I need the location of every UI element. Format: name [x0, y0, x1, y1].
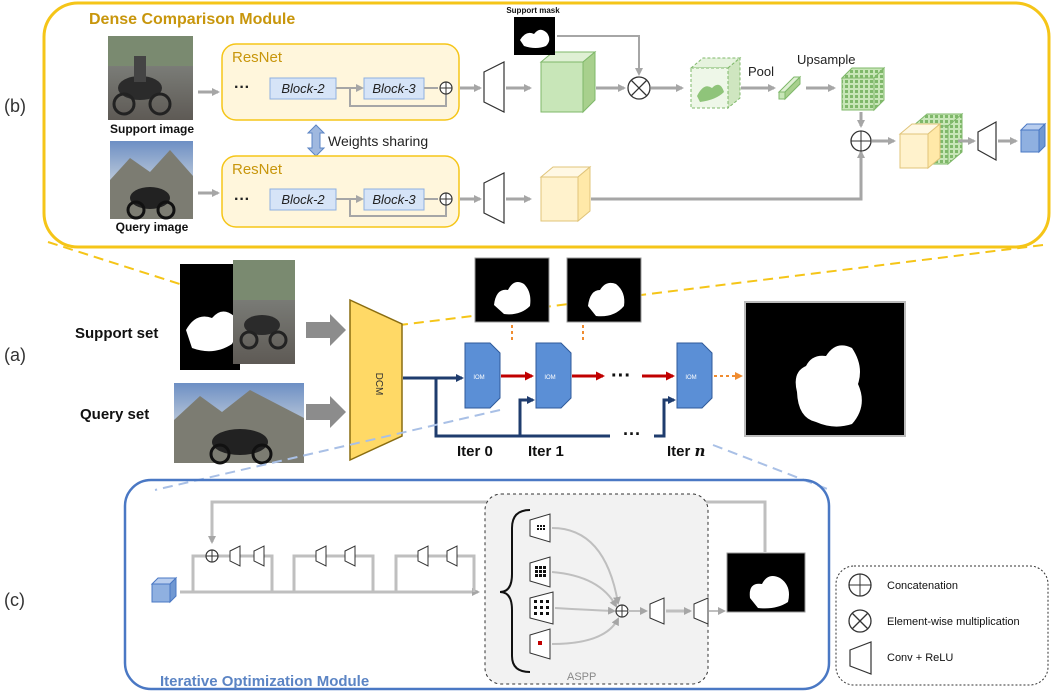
resnet-query-label: ResNet: [232, 161, 283, 178]
iom-block-1-label: IOM: [544, 375, 555, 381]
conv-relu-icon: [344, 545, 356, 567]
conv-relu-icon: [483, 61, 505, 113]
dcm-to-iom1-line: [518, 396, 535, 436]
iom-panel: Iterative Optimization Module (c) ASPP: [4, 478, 831, 691]
support-set-label: Support set: [75, 325, 158, 342]
resnet-support-dots: ···: [234, 79, 250, 96]
pooled-vector: [777, 75, 802, 101]
masked-feature-cube: [689, 56, 742, 110]
concat-icon: [850, 130, 872, 152]
conv-relu-icon: [693, 597, 709, 625]
dcm-to-iomn-line: [654, 396, 676, 438]
aspp-brace: [499, 509, 531, 673]
query-feature-cube: [539, 165, 592, 223]
conv-relu-icon: [483, 172, 505, 224]
final-mask: [744, 301, 906, 437]
block3-query-label: Block-3: [372, 192, 416, 207]
conv-relu-icon: [649, 597, 665, 625]
legend-conv-relu: Conv + ReLU: [887, 652, 953, 664]
query-image-label: Query image: [116, 220, 189, 234]
support-feature-cube: [539, 50, 597, 114]
iter-0-label: Iter 0: [457, 443, 493, 460]
query-into-dcm-arrow: [306, 396, 346, 428]
block2-query-label: Block-2: [281, 192, 325, 207]
iom-output-mask: [726, 552, 806, 613]
aspp-branch-2: [529, 556, 551, 588]
panel-label-c: (c): [4, 590, 25, 610]
aspp-box: [484, 493, 709, 685]
block2-support-label: Block-2: [281, 81, 325, 96]
iom-border: [123, 478, 831, 691]
support-image-thumb: [108, 36, 193, 120]
support-mask-thumb: [514, 17, 555, 55]
resnet-support-label: ResNet: [232, 49, 283, 66]
dcm-border: [42, 1, 1051, 249]
support-into-dcm-arrow: [306, 314, 346, 346]
dcm-output-cube: [1019, 122, 1047, 154]
iom-input-cube: [150, 576, 178, 604]
bottom-ellipsis: ···: [623, 424, 641, 444]
iom-block-0-label: IOM: [473, 375, 484, 381]
conv-relu-icon: [417, 545, 429, 567]
conv-relu-icon: [229, 545, 241, 567]
upsample-label: Upsample: [797, 52, 856, 67]
mask-iter-1: [566, 257, 642, 323]
iter-1-label: Iter 1: [528, 443, 564, 460]
legend-multiplication: Element-wise multiplication: [887, 616, 1020, 628]
conv-relu-icon: [446, 545, 458, 567]
conv-relu-icon: [253, 545, 265, 567]
aspp-label: ASPP: [567, 671, 596, 683]
aspp-branch-4: [529, 628, 551, 660]
aspp-branch-1: [529, 513, 551, 543]
legend-conv-relu-icon: [849, 641, 872, 675]
pool-label: Pool: [748, 64, 774, 79]
zoom-line-iom-left: [154, 409, 501, 491]
resnet-query: ResNet ··· Block-2 Block-3: [221, 155, 460, 228]
resnet-query-dots: ···: [234, 191, 250, 208]
iom-block-1: IOM: [535, 342, 572, 409]
iter-ellipsis: ···: [611, 365, 631, 387]
resnet-support: ResNet ··· Block-2 Block-3: [221, 43, 460, 121]
weights-sharing-label: Weights sharing: [328, 133, 428, 149]
panel-label-a: (a): [4, 345, 26, 365]
upsampled-feature-grid: [840, 66, 886, 112]
query-set-label: Query set: [80, 406, 149, 423]
iom-title: Iterative Optimization Module: [160, 673, 369, 690]
block3-support-label: Block-3: [372, 81, 416, 96]
iom-block-n-label: IOM: [685, 375, 696, 381]
mask-iter-0: [474, 257, 550, 323]
support-mask-label: Support mask: [506, 6, 560, 15]
query-image-thumb: [110, 141, 193, 220]
dcm-block-label: DCM: [373, 373, 384, 396]
aspp-branch-3: [529, 591, 554, 625]
iom-block-0: IOM: [464, 342, 501, 409]
iter-n-label: Iter n: [667, 442, 705, 460]
legend-multiply-icon: [848, 609, 872, 633]
legend-concat-icon: [848, 573, 872, 597]
legend: Concatenation Element-wise multiplicatio…: [835, 565, 1049, 686]
conv-relu-icon: [315, 545, 327, 567]
legend-concatenation: Concatenation: [887, 580, 958, 592]
dcm-panel: Dense Comparison Module (b) Support imag…: [4, 1, 1051, 249]
dcm-output-line: [403, 376, 610, 438]
weights-sharing-arrow: [306, 124, 326, 157]
legend-box: [835, 565, 1049, 686]
support-image-label: Support image: [110, 122, 194, 136]
support-set-images: [180, 260, 295, 370]
zoom-line-iom-right: [712, 444, 831, 491]
panel-label-b: (b): [4, 96, 26, 116]
multiply-icon: [627, 76, 651, 100]
dcm-title: Dense Comparison Module: [89, 11, 295, 28]
conv-relu-icon: [977, 120, 997, 162]
query-set-image: [174, 383, 304, 465]
iom-block-n: IOM: [676, 342, 713, 409]
concatenated-feature-cube: [898, 112, 964, 170]
dcm-block: DCM: [349, 298, 403, 462]
